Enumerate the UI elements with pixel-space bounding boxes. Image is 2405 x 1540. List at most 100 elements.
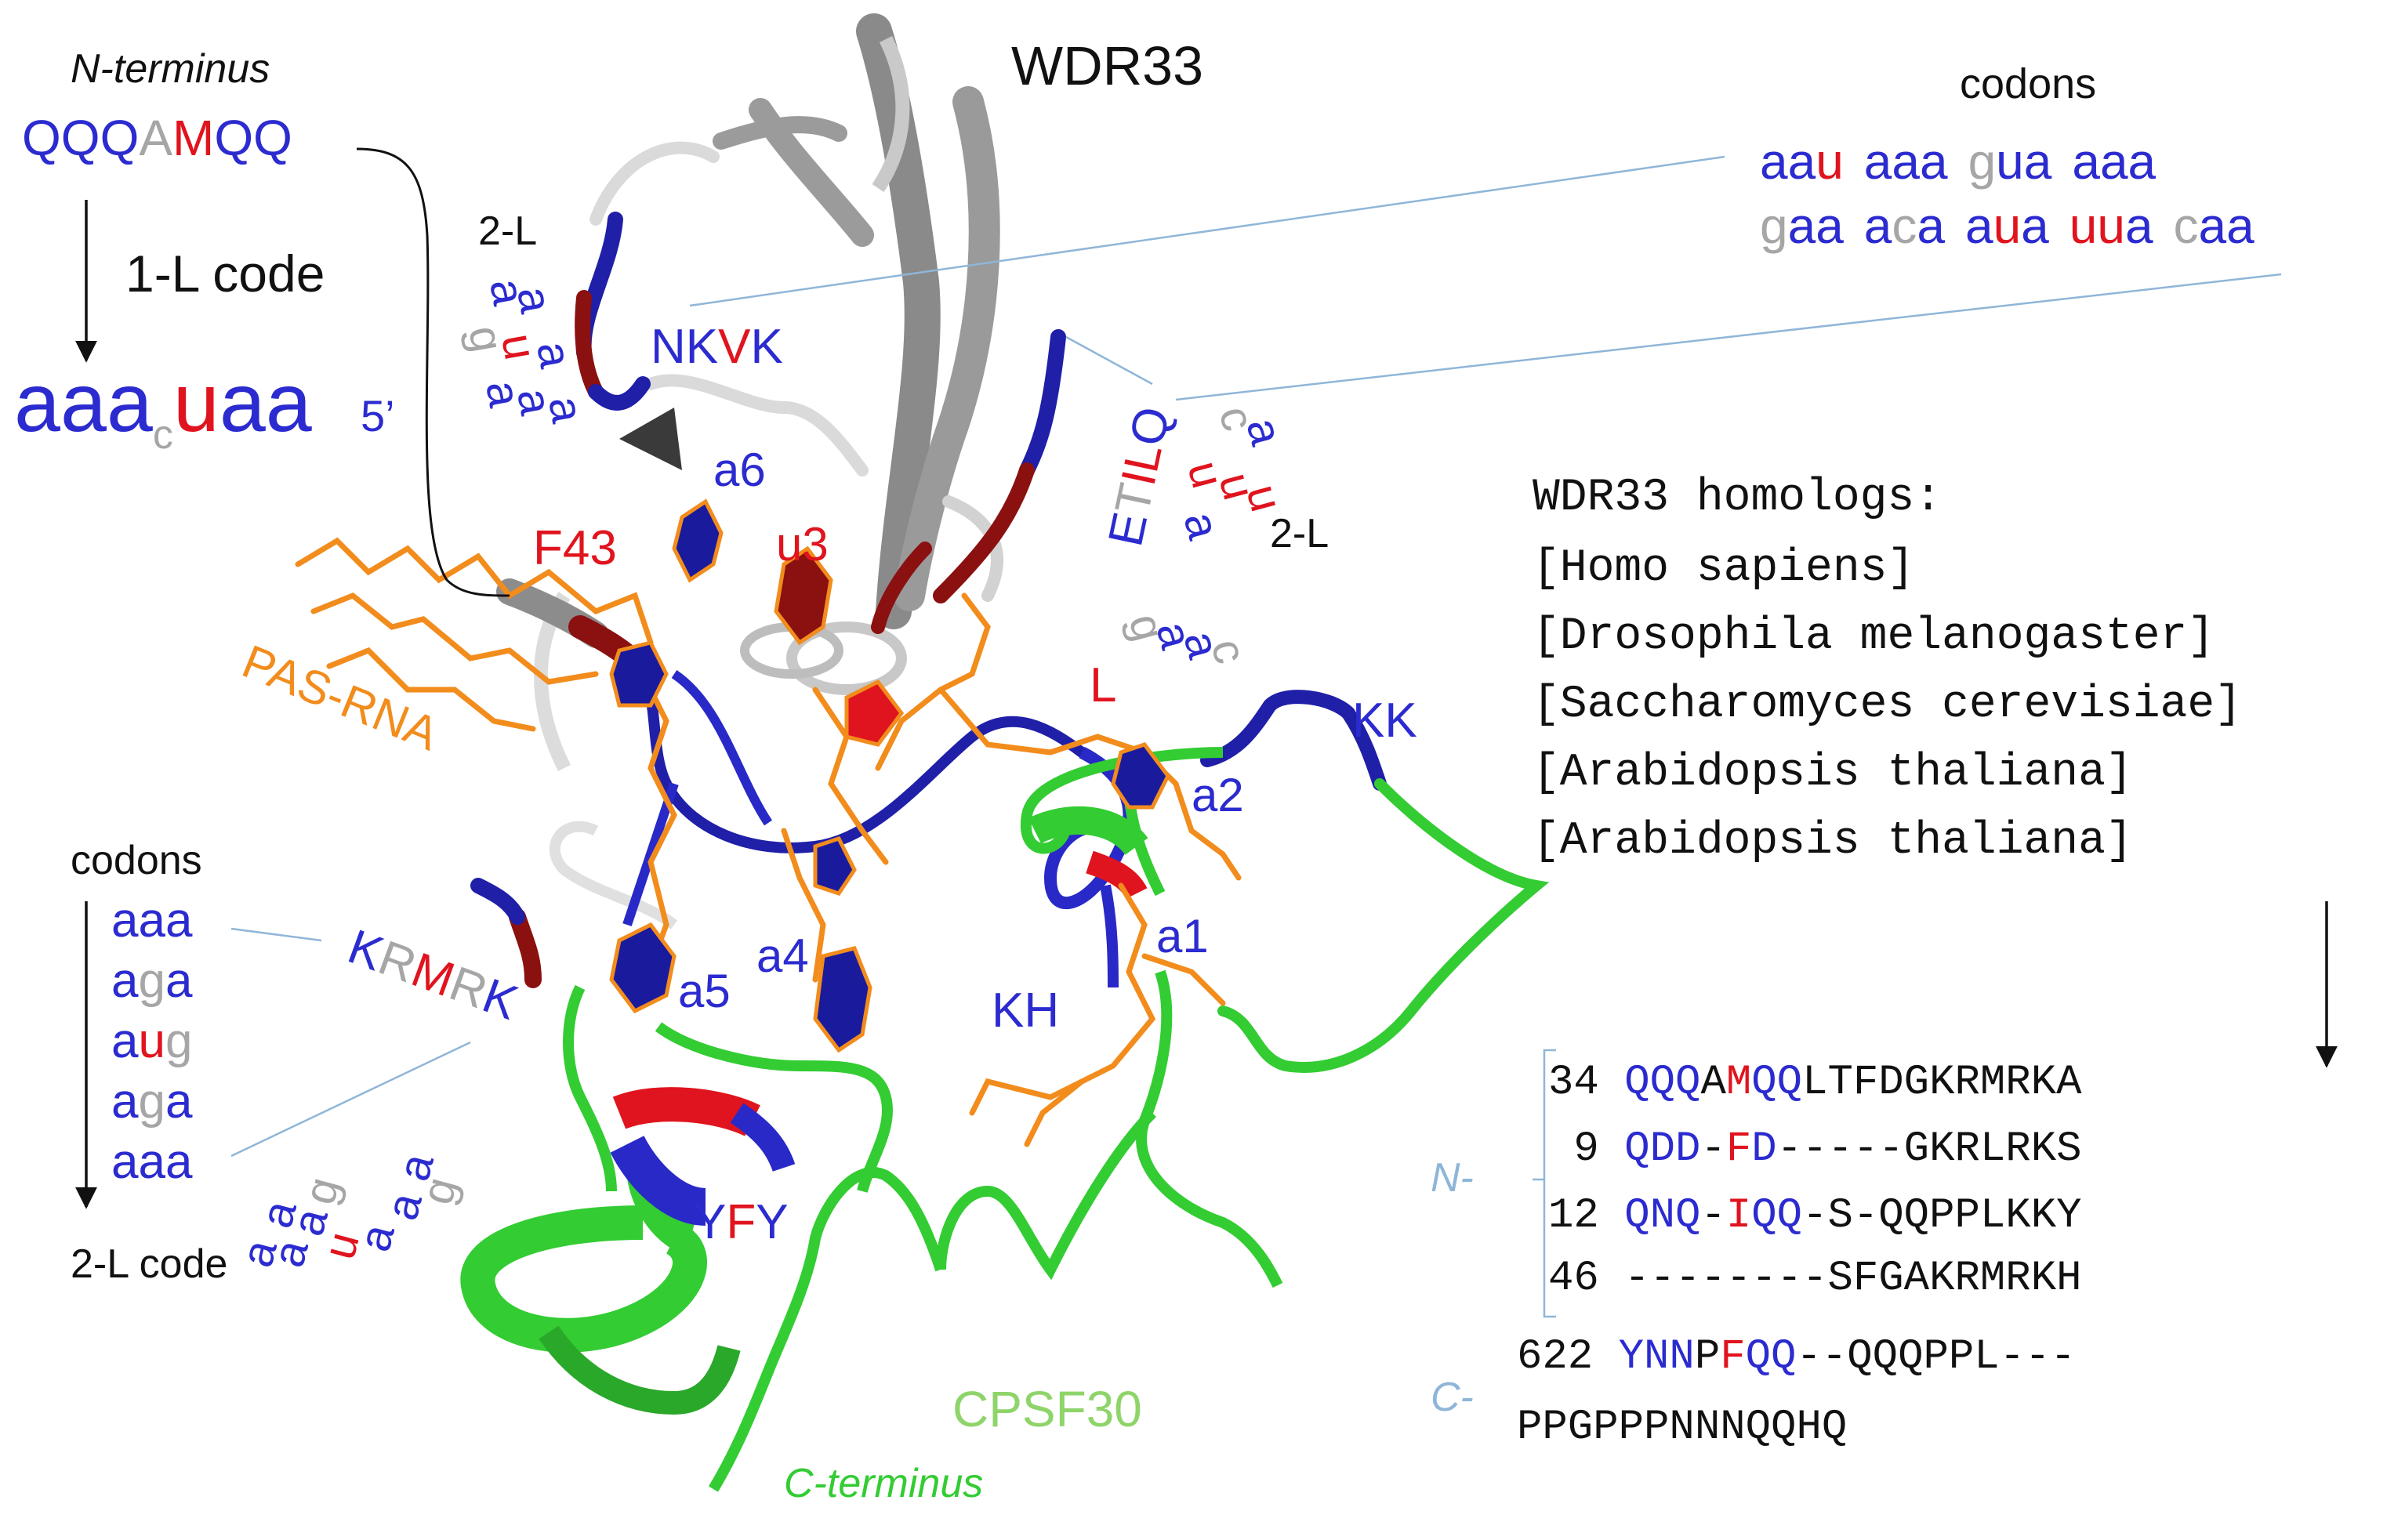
- codon-segment: aaa: [1864, 133, 1948, 190]
- rna-backbone: [812, 687, 889, 865]
- strand-2l-left-red: [575, 290, 604, 400]
- alignment-row: 9 QDD-FD-----GKRLRKS: [1548, 1125, 2082, 1173]
- codon-segment: a: [111, 954, 139, 1008]
- rna-backbone: [781, 828, 826, 983]
- alignment-row: PPGPPPNNNQQHQ: [1517, 1404, 1847, 1451]
- rotated-letter: g: [294, 1172, 350, 1209]
- alignment-segment: F: [1720, 1333, 1745, 1381]
- rna-backbone: [1024, 1078, 1085, 1147]
- alignment-number: 34: [1548, 1059, 1624, 1107]
- alignment-segment: I: [1726, 1192, 1751, 1240]
- codon-segment: g: [1760, 197, 1788, 254]
- green-ribbon: [708, 1167, 946, 1492]
- codon-left-row: aga: [111, 1074, 193, 1129]
- c-dash-label: C-: [1431, 1375, 1474, 1420]
- rna-backbone: [326, 647, 536, 732]
- codon-segment: c: [2174, 197, 2199, 254]
- sequence-segment: V: [718, 320, 751, 374]
- wdr33-dark-arrow: [619, 408, 682, 470]
- alignment-segment: -: [1700, 1192, 1725, 1240]
- yfy-label: YFY: [694, 1195, 789, 1249]
- a1-label: a1: [1156, 910, 1209, 962]
- alignment-segment: QQ: [1746, 1333, 1797, 1381]
- wdr33-beta-strand: [872, 35, 910, 192]
- sequence-segment: K: [751, 320, 783, 374]
- u3-label: u3: [776, 518, 829, 571]
- green-ribbon: [1136, 969, 1283, 1288]
- homologs-title: WDR33 homologs:: [1533, 473, 1942, 524]
- alignment-block: 34 QQQAMQQLTFDGKRMRKA 9 QDD-FD-----GKRLR…: [1517, 1059, 2082, 1451]
- alignment-segment: --QQQPPL---: [1796, 1333, 2075, 1381]
- alignment-segment: P: [1695, 1333, 1720, 1381]
- homolog-species: [Arabidopsis thaliana]: [1533, 816, 2133, 867]
- codon-segment: g: [1968, 133, 1997, 190]
- strand-mid-red: [871, 542, 932, 634]
- krmrk-label: KRMRK: [341, 919, 524, 1030]
- pas-rna-label: PAS-RNA: [235, 635, 445, 760]
- codon-segment: u: [1993, 197, 2022, 254]
- alignment-number: 12: [1548, 1192, 1624, 1240]
- a2-label: a2: [1192, 769, 1244, 821]
- code-segment: c: [153, 412, 173, 458]
- codon-segment: g: [165, 1014, 192, 1068]
- wdr33-loop: [549, 821, 678, 929]
- codon-left-row: aaa: [111, 893, 193, 948]
- green-helix: [460, 1205, 707, 1353]
- code-segment: u: [173, 357, 219, 449]
- etilq-label: ETILQ: [1098, 402, 1181, 551]
- yfy-helix-blue: [610, 1135, 707, 1226]
- codon-segment: u: [1996, 133, 2024, 190]
- codon-segment: u: [1816, 133, 1844, 190]
- alignment-segment: QQ: [1751, 1192, 1802, 1240]
- base-a6: [672, 498, 724, 583]
- codon-segment: aa: [1788, 197, 1845, 254]
- code-segment: aaa: [14, 357, 153, 449]
- rna-backbone: [969, 882, 1156, 1116]
- yfy-helix-blue2: [730, 1103, 796, 1172]
- text-labels: N-terminus QQQAMQQ 1-L code aaacuaa 5’ W…: [14, 35, 2254, 1506]
- n-terminus-connector: [356, 147, 510, 597]
- alignment-segment: LTFDGKRMRKA: [1802, 1059, 2082, 1107]
- f43-label: F43: [533, 521, 617, 575]
- base-u3: [774, 545, 833, 646]
- homolog-species: [Saccharomyces cerevisiae]: [1533, 679, 2242, 730]
- codon-segment: a: [165, 954, 193, 1008]
- base-a4b: [813, 835, 857, 896]
- codon-segment: a: [111, 1014, 139, 1068]
- sequence-segment: QQ: [214, 110, 292, 166]
- wdr33-beta-strand: [894, 86, 1000, 611]
- base-a5: [609, 922, 677, 1014]
- wdr33-loop: [589, 141, 720, 226]
- alignment-bracket: [1533, 1049, 1556, 1318]
- codon-segment: aaa: [2072, 133, 2156, 190]
- base-a2: [1111, 742, 1170, 810]
- big-code: aaacuaa: [14, 357, 312, 458]
- codon-segment: aaa: [111, 1135, 193, 1189]
- codon-segment: aa: [1760, 133, 1816, 190]
- codons-top-label: codons: [1960, 60, 2096, 107]
- rotated-letter: a: [1173, 507, 1229, 545]
- one-l-code-label: 1-L code: [125, 245, 325, 303]
- sequence-segment: NK: [651, 320, 718, 374]
- blue-kk-loop: [1200, 690, 1355, 767]
- codon-left-row: aga: [111, 954, 193, 1008]
- homolog-species: [Homo sapiens]: [1533, 543, 1914, 594]
- green-ribbon: [1020, 747, 1224, 854]
- alignment-segment: M: [1726, 1059, 1751, 1107]
- alignment-row: 12 QNQ-IQQ-S-QQPPLKKY: [1548, 1192, 2082, 1240]
- alignment-segment: A: [1700, 1059, 1726, 1107]
- alignment-segment: -S-QQPPLKKY: [1802, 1192, 2081, 1240]
- base-f43: [609, 640, 669, 708]
- wdr33-beta-strand: [713, 116, 847, 150]
- a5-label: a5: [678, 965, 731, 1017]
- rna-backbone: [1141, 953, 1226, 1006]
- sequence-segment: A: [139, 110, 172, 166]
- a1-helix-green: [1028, 806, 1148, 856]
- codon-segment: aa: [2199, 197, 2255, 254]
- blue-kk-loop: [1341, 706, 1387, 791]
- wdr33-helix: [786, 621, 907, 695]
- alignment-segment: QNQ: [1624, 1192, 1700, 1240]
